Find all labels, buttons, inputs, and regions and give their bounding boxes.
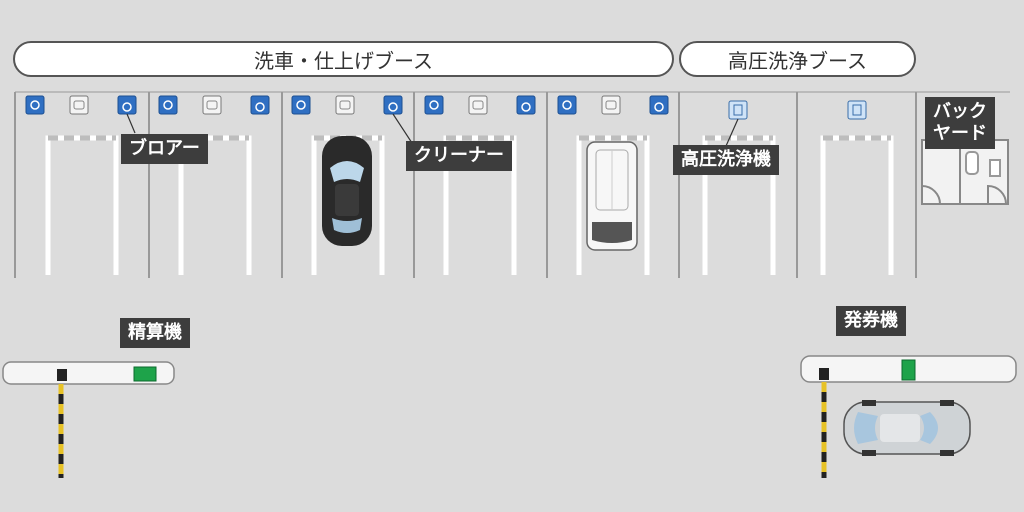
blower-icon (557, 95, 577, 115)
sink-icon (69, 95, 89, 115)
blower-label: ブロアー (121, 134, 208, 164)
white-van-icon (586, 141, 638, 251)
pressure-washer-icon (847, 100, 867, 120)
bay-dividers (14, 92, 917, 278)
sink-icon (601, 95, 621, 115)
wash-booth-title: 洗車・仕上げブース (254, 48, 433, 73)
pressure-booth-title: 高圧洗浄ブース (728, 48, 867, 73)
ticket-machine-label: 発券機 (836, 306, 906, 336)
payment-machine-label: 精算機 (120, 318, 190, 348)
backyard-room (921, 139, 1009, 205)
blower-icon (291, 95, 311, 115)
sink-icon (468, 95, 488, 115)
backyard-label: バック ヤード (925, 97, 995, 149)
equipment-row (25, 95, 867, 120)
silver-car-icon (843, 400, 971, 456)
exit-gate (2, 361, 175, 478)
sink-icon (335, 95, 355, 115)
blower-icon (25, 95, 45, 115)
sink-icon (202, 95, 222, 115)
leader-lines (126, 113, 739, 147)
pressure-booth-header: 高圧洗浄ブース (679, 41, 916, 77)
cleaner-label: クリーナー (406, 141, 512, 171)
black-car-icon (322, 136, 372, 246)
pressure-washer-label: 高圧洗浄機 (673, 145, 779, 175)
wash-booth-header: 洗車・仕上げブース (13, 41, 674, 77)
cleaner-icon (250, 95, 270, 115)
blower-icon (424, 95, 444, 115)
cleaner-icon (117, 95, 137, 115)
entrance-gate (800, 355, 1017, 478)
blower-icon (158, 95, 178, 115)
cleaner-icon (516, 95, 536, 115)
pressure-washer-icon (728, 100, 748, 120)
cleaner-icon (383, 95, 403, 115)
cleaner-icon (649, 95, 669, 115)
